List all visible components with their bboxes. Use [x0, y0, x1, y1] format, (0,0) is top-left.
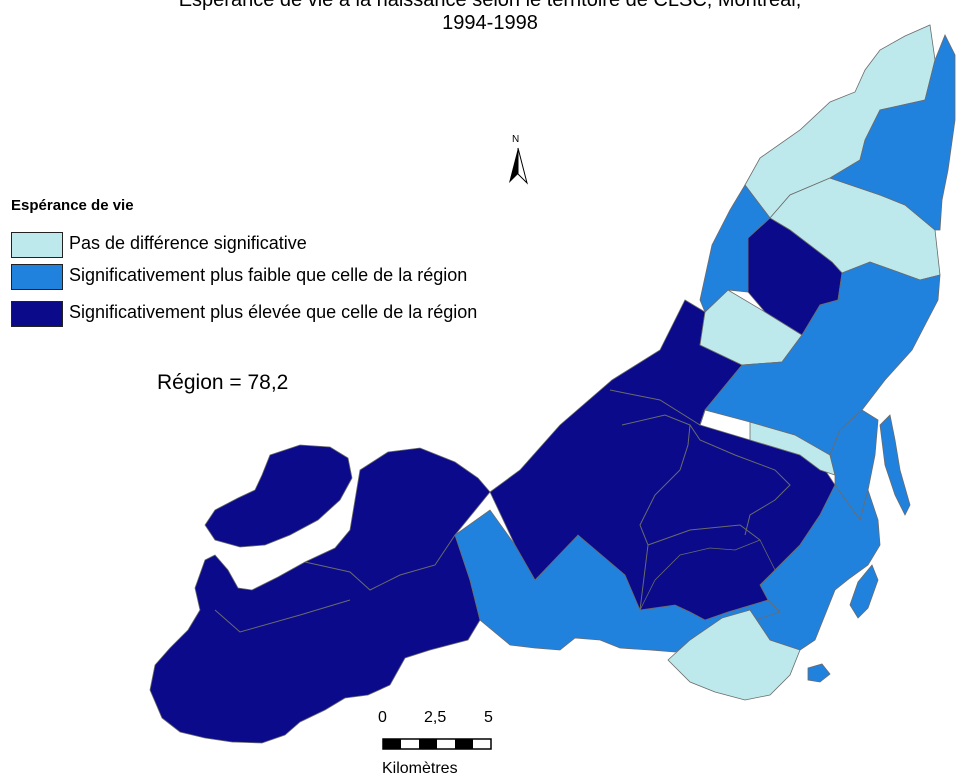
- region-average-value: Région = 78,2: [157, 371, 289, 394]
- scale-tick-0: 0: [378, 709, 387, 726]
- region-ile-bizard[interactable]: [204, 444, 353, 548]
- legend-swatch-dark: [11, 301, 63, 327]
- region-east-2[interactable]: [829, 34, 956, 231]
- region-east-3[interactable]: [704, 261, 941, 456]
- region-east-1[interactable]: [699, 184, 771, 313]
- map-title-line-2: 1994-1998: [442, 12, 538, 34]
- region-south[interactable]: [667, 609, 801, 701]
- scale-unit-label: Kilomètres: [382, 760, 458, 777]
- legend-label-higher: Significativement plus élevée que celle …: [69, 302, 478, 322]
- legend-title: Espérance de vie: [11, 197, 134, 214]
- region-south-inner[interactable]: [639, 539, 776, 621]
- legend-swatch-light: [11, 232, 63, 258]
- clsc-boundaries: [214, 389, 791, 633]
- region-west-island[interactable]: [149, 447, 491, 744]
- legend-label-lower: Significativement plus faible que celle …: [69, 265, 468, 285]
- clsc-regions: [149, 24, 956, 744]
- region-islands[interactable]: [807, 414, 911, 683]
- north-arrow: [509, 147, 528, 185]
- region-east-4[interactable]: [829, 409, 879, 521]
- scale-tick-5: 5: [484, 709, 493, 726]
- north-arrow-label: N: [512, 134, 520, 145]
- scale-tick-2-5: 2,5: [424, 709, 447, 726]
- legend-label-no-difference: Pas de différence significative: [69, 233, 307, 253]
- map-title-line-1: Espérance de vie à la naissance selon le…: [178, 0, 802, 11]
- legend-swatch-medium: [11, 264, 63, 290]
- scale-bar: [382, 738, 492, 750]
